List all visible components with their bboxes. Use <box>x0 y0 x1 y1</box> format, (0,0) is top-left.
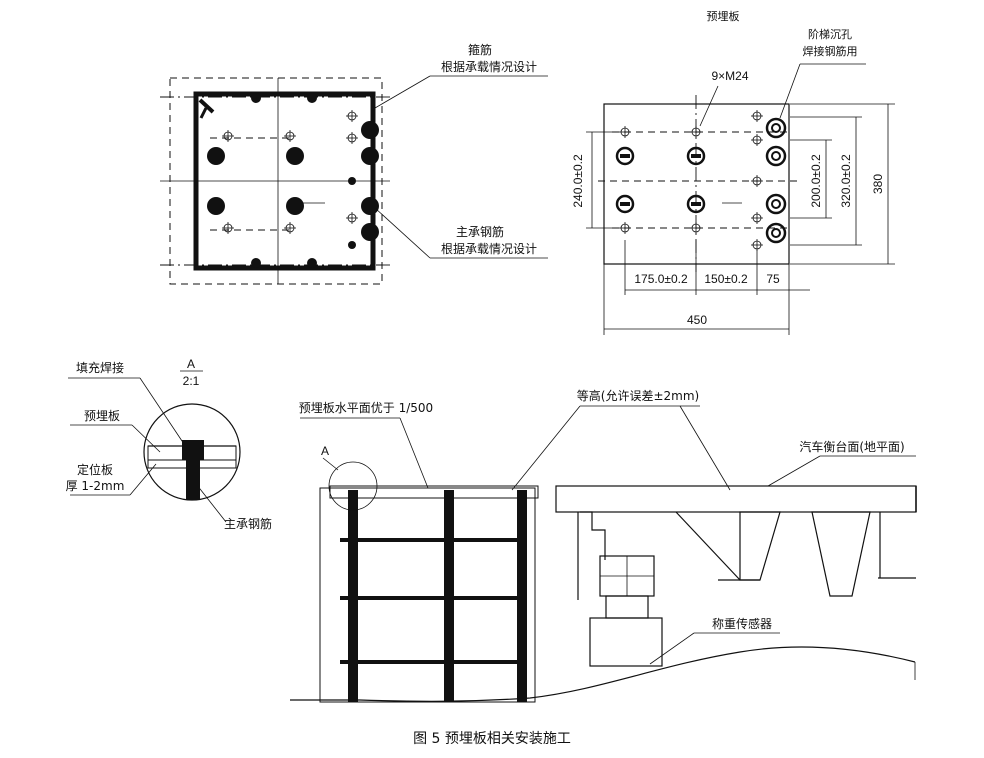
locating-thickness-label: 厚 1-2mm <box>66 479 125 493</box>
figure-caption: 图 5 预埋板相关安装施工 <box>413 731 571 747</box>
locating-plate-label: 定位板 <box>77 462 113 477</box>
ground-line <box>290 646 916 702</box>
stirrup-frame <box>193 91 376 271</box>
dim-150-label: 150±0.2 <box>704 272 748 286</box>
step-counterbores <box>615 117 787 244</box>
step-hole-label: 阶梯沉孔 <box>808 27 852 41</box>
stirrup-label: 箍筋 <box>468 42 492 57</box>
platform-label: 汽车衡台面(地平面) <box>799 439 904 454</box>
main-rebar-dots <box>207 93 379 268</box>
plate-outline <box>603 103 790 265</box>
dim-175-label: 175.0±0.2 <box>634 272 688 286</box>
dim-380-label: 380 <box>871 174 885 194</box>
foundation-section <box>290 405 917 703</box>
stirrup-design-label: 根据承载情况设计 <box>441 60 537 74</box>
dim-320-label: 320.0±0.2 <box>839 154 853 208</box>
bolt-markers <box>222 110 358 234</box>
detail-marker-label: A <box>321 444 329 458</box>
equal-height-label: 等高(允许误差±2mm) <box>577 388 699 403</box>
detail-letter-label: A <box>187 357 195 371</box>
concrete-block <box>319 487 536 703</box>
load-cell-label: 称重传感器 <box>712 616 772 631</box>
fill-weld-label: 填充焊接 <box>76 360 124 375</box>
dim-75-label: 75 <box>766 272 780 286</box>
load-cell-base <box>589 617 663 667</box>
dim-200-label: 200.0±0.2 <box>809 154 823 208</box>
main-rebar-label: 主承钢筋 <box>456 224 504 239</box>
embedded-plate-plan <box>586 63 895 335</box>
detail-a <box>68 370 241 523</box>
main-rebar-detail-label: 主承钢筋 <box>224 516 272 531</box>
flatness-label: 预埋板水平面优于 1/500 <box>299 401 433 415</box>
bolt-spec-label: 9×M24 <box>711 69 748 83</box>
plate-bolt-holes <box>619 110 763 251</box>
plate-detail-label: 预埋板 <box>84 409 120 423</box>
step-hole-purpose-label: 焊接钢筋用 <box>803 44 858 58</box>
platform-deck <box>555 485 917 513</box>
rebar-cage-plan <box>160 75 548 285</box>
plate-title-label: 预埋板 <box>707 9 740 23</box>
dim-450-label: 450 <box>687 313 707 327</box>
main-rebar-design-label: 根据承载情况设计 <box>441 242 537 256</box>
plate-dimensions <box>586 103 895 335</box>
detail-scale-label: 2:1 <box>183 374 200 388</box>
dim-240-label: 240.0±0.2 <box>571 154 585 208</box>
